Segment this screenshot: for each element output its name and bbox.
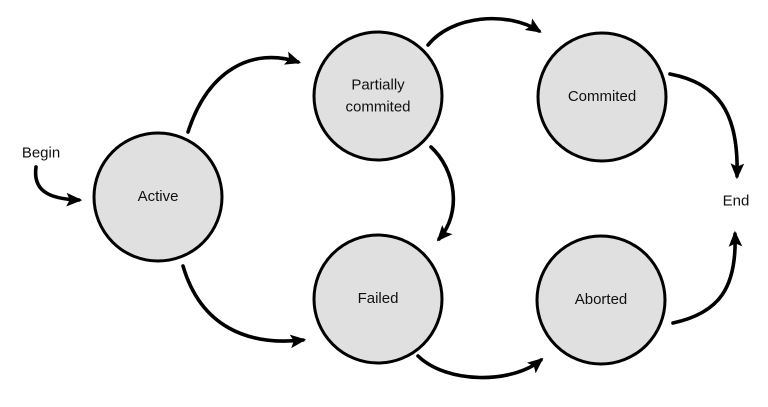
edge-partially-commited-to-failed <box>429 145 456 242</box>
edge-active-to-partially-commited <box>186 51 302 134</box>
edge-partially-commited-to-commited <box>426 16 542 47</box>
edge-failed-to-aborted <box>416 354 544 380</box>
state-node-aborted <box>535 234 667 366</box>
state-node-active <box>92 131 224 263</box>
state-nodes <box>92 30 668 366</box>
state-node-commited <box>536 31 668 163</box>
state-node-failed <box>312 233 444 365</box>
edge-active-to-failed <box>181 264 307 349</box>
edges <box>33 16 745 380</box>
state-node-partially-commited <box>312 30 444 162</box>
edge-begin-to-active <box>33 165 83 207</box>
edge-commited-to-end <box>668 72 745 180</box>
edge-aborted-to-end <box>671 230 743 325</box>
